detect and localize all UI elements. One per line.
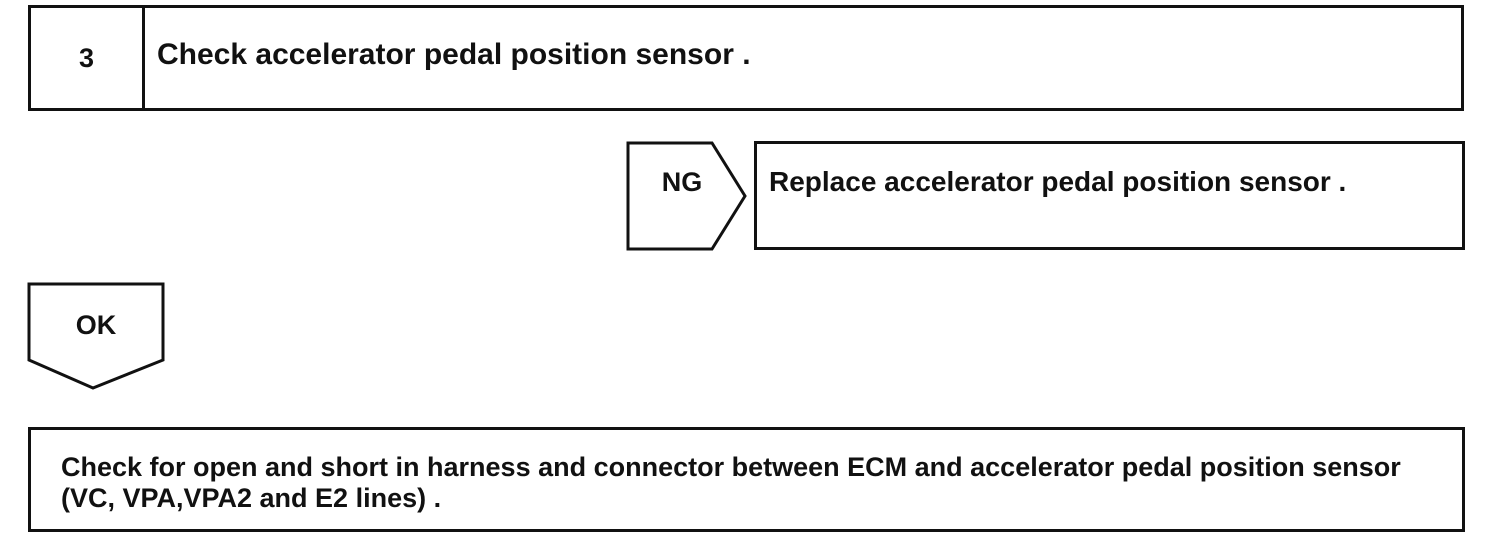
ng-action-text: Replace accelerator pedal position senso… — [769, 166, 1347, 197]
ng-action-box: Replace accelerator pedal position senso… — [754, 141, 1465, 250]
next-step-box: Check for open and short in harness and … — [28, 427, 1465, 532]
ok-label: OK — [75, 309, 117, 340]
next-step-text: Check for open and short in harness and … — [61, 452, 1401, 513]
step-number: 3 — [31, 8, 145, 108]
step-title: Check accelerator pedal position sensor … — [157, 38, 751, 71]
ok-arrow-shape — [27, 282, 165, 390]
ng-arrow-shape — [626, 141, 747, 251]
step-box: 3 Check accelerator pedal position senso… — [28, 5, 1464, 111]
ng-label: NG — [661, 166, 703, 197]
